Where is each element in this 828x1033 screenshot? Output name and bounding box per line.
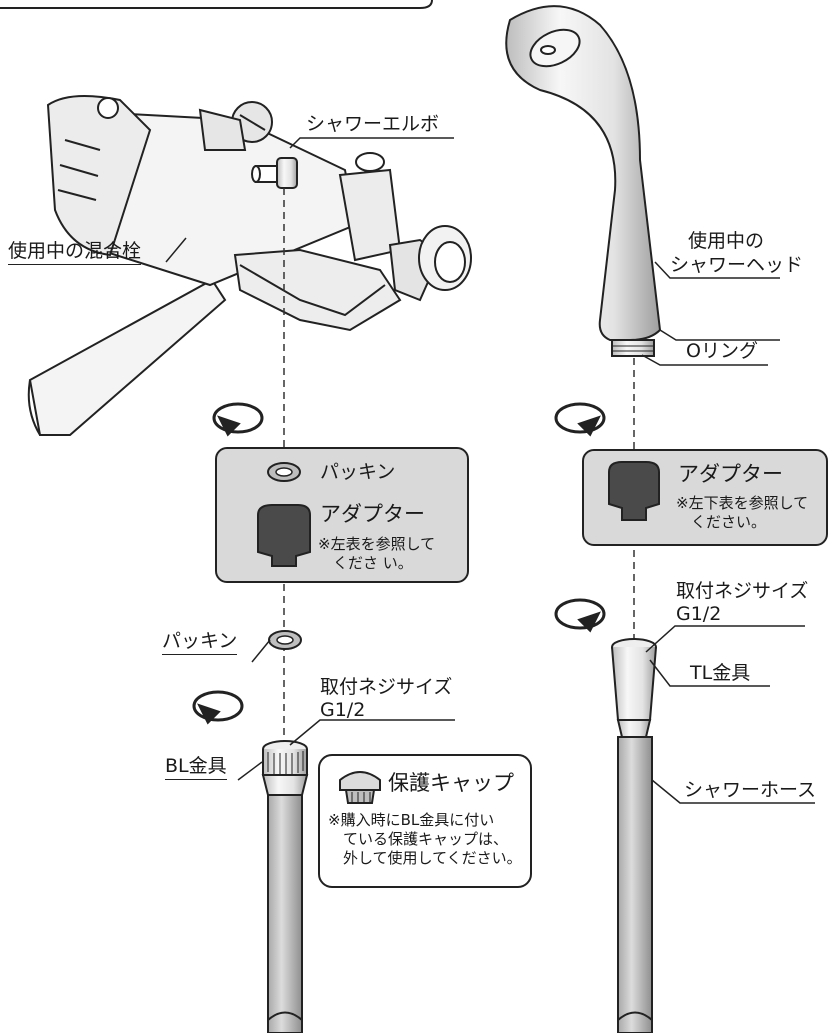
rotate-arrow-icon: [212, 402, 264, 437]
tl-fitting-label: TL金具: [690, 662, 751, 684]
thread-size-left: G1/2: [320, 699, 366, 721]
packing-label: パッキン: [162, 630, 238, 655]
bl-fitting: [261, 740, 309, 796]
thread-label-right: 取付ネジサイズ: [676, 580, 809, 602]
adapter-label-left: アダプター: [320, 502, 425, 526]
rotate-arrow-icon: [554, 402, 606, 437]
elbow-label: シャワーエルボ: [306, 113, 440, 135]
oring-label: Oリング: [686, 340, 758, 362]
bl-fitting-label: BL金具: [165, 755, 227, 780]
right-shower-hose: [617, 736, 653, 1033]
adapter-note-right: ※左下表を参照して ください。: [676, 494, 809, 531]
thread-label-left: 取付ネジサイズ: [320, 676, 453, 698]
adapter-label-right: アダプター: [678, 462, 783, 486]
left-shower-hose: [267, 794, 303, 1033]
adapter-piece: [608, 461, 660, 521]
packing-label-box: パッキン: [320, 461, 396, 483]
cap-note: ※購入時にBL金具に付い ている保護キャップは、 外して使用してください。: [328, 811, 522, 867]
thread-size-right: G1/2: [676, 603, 722, 625]
packing-ring: [268, 630, 302, 650]
head-label-line1: 使用中の: [688, 230, 765, 252]
rotate-arrow-icon: [192, 690, 244, 725]
shower-head: [505, 5, 662, 357]
adapter-piece: [257, 504, 311, 567]
rotate-arrow-icon: [554, 598, 606, 633]
mixing-faucet: [27, 95, 472, 436]
protective-cap-icon: [339, 771, 381, 804]
tl-fitting: [611, 638, 657, 738]
faucet-label: 使用中の混合栓: [8, 240, 142, 265]
cap-title: 保護キャップ: [388, 771, 514, 795]
head-label-line2: シャワーヘッド: [670, 254, 804, 276]
hose-label: シャワーホース: [684, 779, 817, 801]
adapter-note-left: ※左表を参照して くださ い。: [318, 535, 436, 572]
header-box-edge: [0, 0, 433, 9]
